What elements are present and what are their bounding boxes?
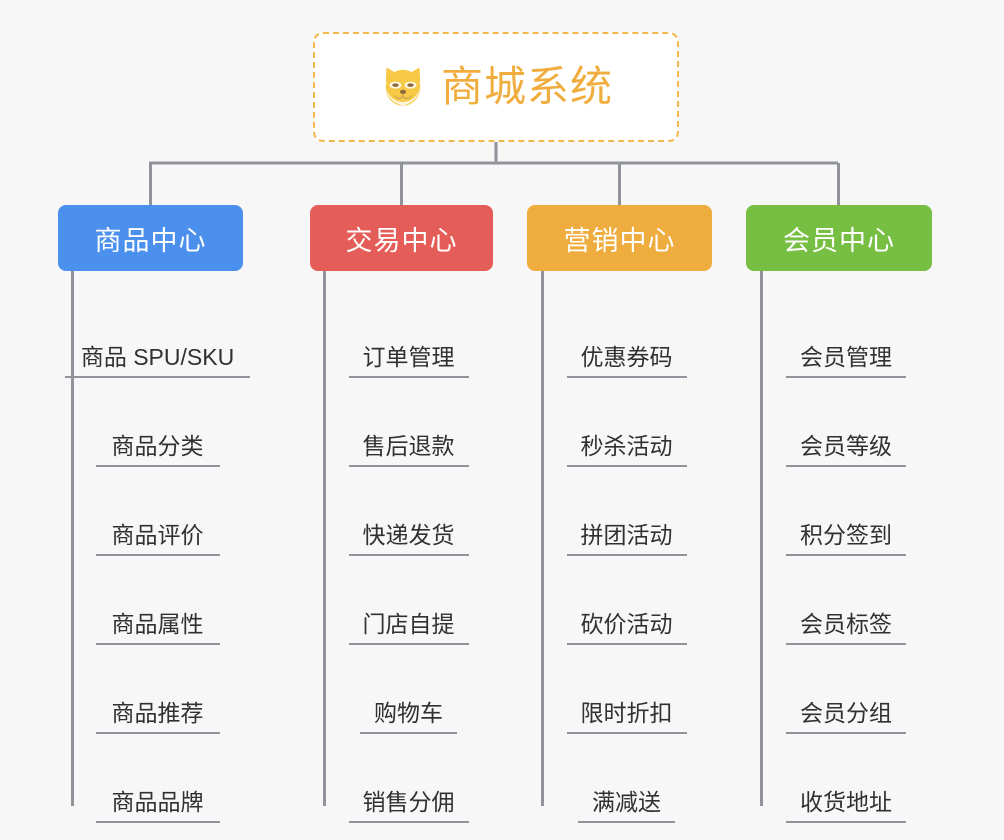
leaf-label: 订单管理: [348, 344, 469, 378]
leaf-label: 拼团活动: [566, 522, 687, 556]
leaf-item[interactable]: 售后退款: [324, 383, 493, 472]
leaf-label: 优惠券码: [566, 344, 687, 378]
leaf-label: 会员管理: [786, 344, 906, 378]
branch-header-label: 营销中心: [563, 225, 676, 256]
leaf-label: 售后退款: [348, 433, 469, 467]
leaf-item[interactable]: 会员管理: [760, 294, 932, 383]
leaf-item[interactable]: 积分签到: [760, 472, 932, 561]
leaf-list: 优惠券码 秒杀活动 拼团活动 砍价活动 限时折扣 满减送: [527, 294, 712, 828]
leaf-item[interactable]: 商品评价: [72, 472, 243, 561]
leaf-label: 商品评价: [95, 522, 220, 556]
leaf-list: 会员管理 会员等级 积分签到 会员标签 会员分组 收货地址: [746, 294, 932, 828]
root-node[interactable]: 商城系统: [313, 32, 679, 142]
leaf-item[interactable]: 商品品牌: [72, 739, 243, 828]
leaf-item[interactable]: 拼团活动: [541, 472, 712, 561]
leaf-item[interactable]: 购物车: [324, 650, 493, 739]
leaf-label: 会员分组: [786, 700, 906, 734]
branch-header-label: 会员中心: [783, 225, 895, 256]
branch-header-label: 交易中心: [345, 225, 458, 256]
shiba-dog-face-icon: [385, 67, 421, 106]
leaf-item[interactable]: 快递发货: [324, 472, 493, 561]
branch-header-2[interactable]: 营销中心: [527, 205, 712, 271]
leaf-label: 满减送: [578, 789, 675, 823]
branch-header-label: 商品中心: [94, 225, 207, 256]
leaf-item[interactable]: 商品分类: [72, 383, 243, 472]
leaf-item[interactable]: 收货地址: [760, 739, 932, 828]
leaf-label: 门店自提: [348, 611, 469, 645]
leaf-item[interactable]: 商品推荐: [72, 650, 243, 739]
leaf-label: 会员等级: [786, 433, 906, 467]
leaf-label: 积分签到: [786, 522, 906, 556]
branch-column: 商品中心 商品 SPU/SKU 商品分类 商品评价 商品属性 商品推荐 商品品牌: [58, 205, 251, 828]
leaf-label: 购物车: [360, 700, 457, 734]
leaf-item[interactable]: 门店自提: [324, 561, 493, 650]
branch-column: 会员中心 会员管理 会员等级 积分签到 会员标签 会员分组 收货地址: [746, 205, 932, 828]
root-title: 商城系统: [440, 63, 613, 110]
branch-header-0[interactable]: 商品中心: [58, 205, 243, 271]
leaf-label: 商品属性: [95, 611, 220, 645]
leaf-label: 会员标签: [786, 611, 906, 645]
leaf-list: 订单管理 售后退款 快递发货 门店自提 购物车 销售分佣: [310, 294, 493, 828]
leaf-item[interactable]: 砍价活动: [541, 561, 712, 650]
branch-column: 营销中心 优惠券码 秒杀活动 拼团活动 砍价活动 限时折扣 满减送: [527, 205, 712, 828]
leaf-label: 商品品牌: [95, 789, 220, 823]
leaf-item[interactable]: 会员等级: [760, 383, 932, 472]
leaf-item[interactable]: 销售分佣: [324, 739, 493, 828]
leaf-label: 商品推荐: [95, 700, 220, 734]
leaf-item[interactable]: 会员标签: [760, 561, 932, 650]
leaf-label: 快递发货: [348, 522, 469, 556]
leaf-label: 收货地址: [786, 789, 906, 823]
leaf-item[interactable]: 订单管理: [324, 294, 493, 383]
leaf-label: 销售分佣: [348, 789, 469, 823]
branch-header-3[interactable]: 会员中心: [746, 205, 932, 271]
leaf-item[interactable]: 满减送: [541, 739, 712, 828]
leaf-item[interactable]: 优惠券码: [541, 294, 712, 383]
leaf-item[interactable]: 商品属性: [72, 561, 243, 650]
leaf-label: 商品 SPU/SKU: [64, 344, 251, 378]
leaf-label: 砍价活动: [566, 611, 687, 645]
branch-column: 交易中心 订单管理 售后退款 快递发货 门店自提 购物车 销售分佣: [310, 205, 493, 828]
leaf-item[interactable]: 秒杀活动: [541, 383, 712, 472]
leaf-item[interactable]: 商品 SPU/SKU: [64, 294, 251, 383]
leaf-label: 限时折扣: [566, 700, 687, 734]
leaf-label: 商品分类: [95, 433, 220, 467]
leaf-label: 秒杀活动: [566, 433, 687, 467]
leaf-item[interactable]: 会员分组: [760, 650, 932, 739]
leaf-item[interactable]: 限时折扣: [541, 650, 712, 739]
leaf-list: 商品 SPU/SKU 商品分类 商品评价 商品属性 商品推荐 商品品牌: [58, 294, 251, 828]
branch-header-1[interactable]: 交易中心: [310, 205, 493, 271]
